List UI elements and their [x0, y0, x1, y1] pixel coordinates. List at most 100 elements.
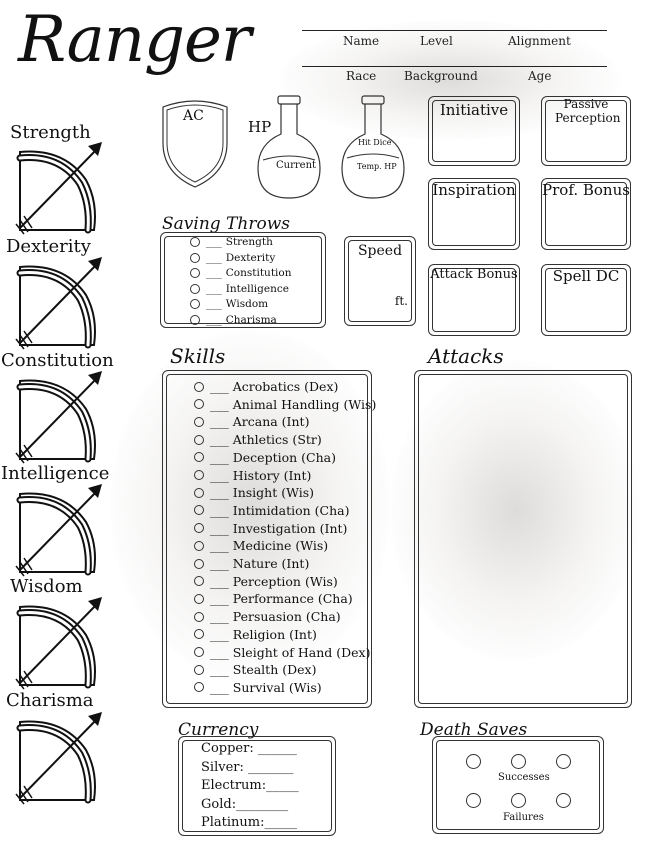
proficiency-circle[interactable]: [194, 611, 204, 622]
death-save-success-3[interactable]: [556, 754, 571, 769]
skill-row[interactable]: ___Deception (Cha): [194, 450, 336, 465]
potion-flask-icon[interactable]: [338, 94, 408, 202]
skill-row[interactable]: ___Survival (Wis): [194, 680, 322, 695]
ability-label-intelligence: Intelligence: [1, 463, 110, 484]
death-save-failure-1[interactable]: [466, 793, 481, 808]
attack-bonus-box[interactable]: Attack Bonus: [428, 264, 520, 336]
skill-row[interactable]: ___Sleight of Hand (Dex): [194, 645, 370, 660]
proficiency-circle[interactable]: [194, 682, 204, 693]
speed-box[interactable]: Speed ft.: [344, 236, 416, 326]
death-saves-failures-label: Failures: [503, 812, 544, 823]
skill-row[interactable]: ___Intimidation (Cha): [194, 503, 349, 518]
saving-throw-row[interactable]: ___Charisma: [190, 314, 277, 326]
ability-label-constitution: Constitution: [1, 350, 114, 371]
bow-arrow-icon: [15, 371, 102, 464]
proficiency-circle[interactable]: [190, 283, 200, 294]
proficiency-circle[interactable]: [194, 664, 204, 675]
skill-row[interactable]: ___Insight (Wis): [194, 485, 314, 500]
header-line: [302, 66, 607, 67]
bow-arrow-icon: [15, 484, 102, 577]
proficiency-circle[interactable]: [194, 523, 204, 534]
currency-title: Currency: [178, 720, 259, 740]
death-saves-box: [432, 736, 604, 834]
death-saves-successes-label: Successes: [498, 772, 550, 783]
proficiency-circle[interactable]: [194, 416, 204, 427]
skill-row[interactable]: ___Persuasion (Cha): [194, 609, 341, 624]
proficiency-circle[interactable]: [194, 647, 204, 657]
proficiency-circle[interactable]: [194, 540, 204, 551]
inspiration-box[interactable]: Inspiration: [428, 178, 520, 250]
proficiency-circle[interactable]: [194, 505, 204, 516]
bow-arrow-icon: [15, 597, 102, 690]
watercolor-wash: [280, 20, 620, 140]
watercolor-wash: [110, 330, 390, 680]
proficiency-circle[interactable]: [190, 237, 200, 247]
saving-throw-row[interactable]: ___Intelligence: [190, 283, 289, 295]
skill-row[interactable]: ___Nature (Int): [194, 556, 309, 571]
ability-label-wisdom: Wisdom: [10, 576, 83, 597]
skill-row[interactable]: ___Acrobatics (Dex): [194, 379, 338, 394]
currency-row[interactable]: Silver: _______: [201, 759, 294, 775]
potion-flask-icon[interactable]: [254, 94, 324, 202]
header-label-age: Age: [528, 69, 552, 83]
bow-arrow-icon: [15, 712, 102, 805]
passive-perception-box[interactable]: Passive Perception: [541, 96, 631, 166]
proficiency-circle[interactable]: [190, 252, 200, 263]
header-label-level: Level: [420, 34, 453, 48]
skill-row[interactable]: ___Perception (Wis): [194, 574, 338, 589]
header-label-background: Background: [404, 69, 478, 83]
death-save-success-1[interactable]: [466, 754, 481, 769]
hp-current-label: Current: [276, 160, 317, 171]
death-save-success-2[interactable]: [511, 754, 526, 769]
proficiency-circle[interactable]: [194, 576, 204, 587]
proficiency-circle[interactable]: [190, 299, 200, 309]
prof-bonus-box[interactable]: Prof. Bonus: [541, 178, 631, 250]
header-label-name: Name: [343, 34, 380, 48]
ac-label: AC: [183, 108, 204, 124]
proficiency-circle[interactable]: [194, 593, 204, 604]
hit-dice-label: Hit Dice: [358, 138, 392, 147]
currency-row[interactable]: Platinum:_____: [201, 815, 297, 830]
proficiency-circle[interactable]: [190, 314, 200, 325]
proficiency-circle[interactable]: [194, 487, 204, 498]
skill-row[interactable]: ___Athletics (Str): [194, 432, 322, 447]
ac-shield-icon[interactable]: [160, 95, 230, 190]
death-save-failure-2[interactable]: [511, 793, 526, 808]
proficiency-circle[interactable]: [194, 381, 204, 392]
skill-row[interactable]: ___Medicine (Wis): [194, 538, 328, 553]
skill-row[interactable]: ___Religion (Int): [194, 627, 317, 642]
saving-throw-row[interactable]: ___Strength: [190, 236, 273, 248]
proficiency-circle[interactable]: [194, 452, 204, 463]
skill-row[interactable]: ___Stealth (Dex): [194, 662, 316, 677]
header-line: [302, 30, 607, 31]
bow-arrow-icon: [15, 142, 102, 235]
attacks-title: Attacks: [428, 344, 504, 368]
saving-throw-row[interactable]: ___Dexterity: [190, 252, 275, 264]
skills-title: Skills: [170, 344, 226, 368]
currency-row[interactable]: Electrum:_____: [201, 778, 299, 793]
currency-row[interactable]: Gold:________: [201, 796, 289, 812]
saving-throw-row[interactable]: ___Wisdom: [190, 298, 268, 310]
currency-row[interactable]: Copper: ______: [201, 741, 297, 756]
skill-row[interactable]: ___Performance (Cha): [194, 591, 353, 606]
page-title: Ranger: [18, 3, 251, 77]
skill-row[interactable]: ___Animal Handling (Wis): [194, 397, 376, 412]
proficiency-circle[interactable]: [194, 558, 204, 569]
proficiency-circle[interactable]: [194, 470, 204, 480]
skill-row[interactable]: ___Arcana (Int): [194, 414, 309, 429]
skill-row[interactable]: ___Investigation (Int): [194, 521, 347, 536]
death-saves-title: Death Saves: [420, 720, 528, 740]
initiative-box[interactable]: Initiative: [428, 96, 520, 166]
proficiency-circle[interactable]: [190, 268, 200, 278]
saving-throw-row[interactable]: ___Constitution: [190, 267, 291, 279]
death-save-failure-3[interactable]: [556, 793, 571, 808]
spell-dc-box[interactable]: Spell DC: [541, 264, 631, 336]
attacks-box[interactable]: [414, 370, 632, 708]
header-label-race: Race: [346, 69, 377, 83]
bow-arrow-icon: [15, 257, 102, 350]
header-label-alignment: Alignment: [508, 34, 571, 48]
proficiency-circle[interactable]: [194, 629, 204, 640]
proficiency-circle[interactable]: [194, 399, 204, 410]
proficiency-circle[interactable]: [194, 434, 204, 445]
skill-row[interactable]: ___History (Int): [194, 468, 311, 483]
